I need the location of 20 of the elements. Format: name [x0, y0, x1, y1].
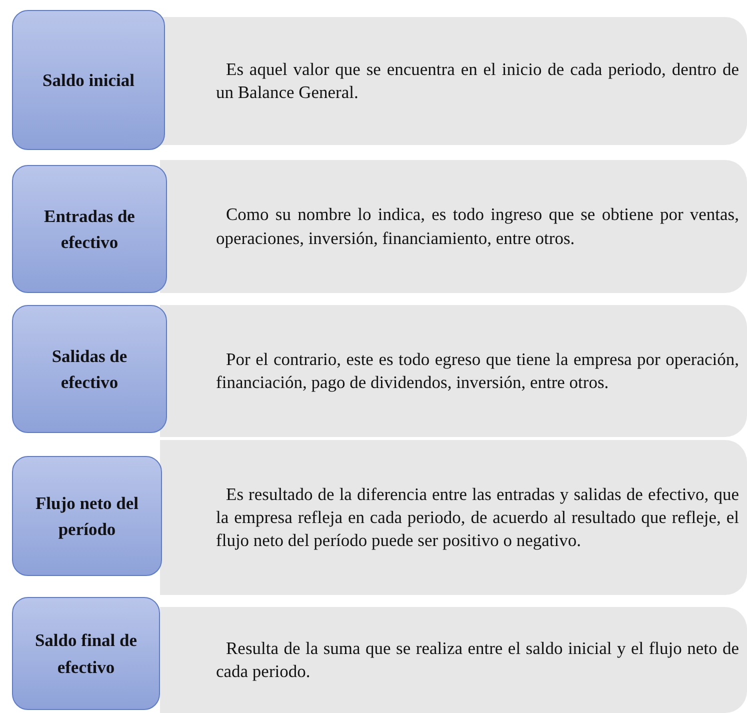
- description-text: Resulta de la suma que se realiza entre el saldo inicial y el flujo neto de cada periodo.: [216, 636, 739, 683]
- description-panel: [160, 17, 747, 145]
- term-label: Entradas de efectivo: [43, 204, 136, 254]
- term-label: Saldo inicial: [42, 68, 134, 92]
- description-text: Como su nombre lo indica, es todo ingreso que se obtiene por ventas, operaciones, inversión, financiamiento, entre otros.: [216, 203, 739, 250]
- term-label: Salidas de efectivo: [50, 344, 128, 394]
- description-text: Por el contrario, este es todo egreso que tiene la empresa por operación, financiación, pago de dividendos, inversión, entre otros.: [216, 348, 739, 394]
- description-panel: [160, 160, 747, 293]
- term-label: Flujo neto del período: [34, 492, 140, 541]
- description-panel: [160, 440, 747, 595]
- term-box: [12, 305, 167, 433]
- term-box: [12, 10, 165, 150]
- term-box: [12, 456, 162, 576]
- term-box: [12, 597, 160, 710]
- description-panel: [160, 305, 747, 437]
- description-panel: [160, 607, 747, 713]
- term-box: [12, 165, 167, 293]
- description-text: Es resultado de la diferencia entre las entradas y salidas de efectivo, que la empresa refleja en cada periodo, de acuerdo al resultado que refleje, el flujo neto del período puede ser positivo o negativo.: [216, 482, 739, 552]
- description-text: Es aquel valor que se encuentra en el inicio de cada periodo, dentro de un Balance General.: [216, 58, 739, 104]
- term-label: Saldo final de efectivo: [34, 629, 138, 678]
